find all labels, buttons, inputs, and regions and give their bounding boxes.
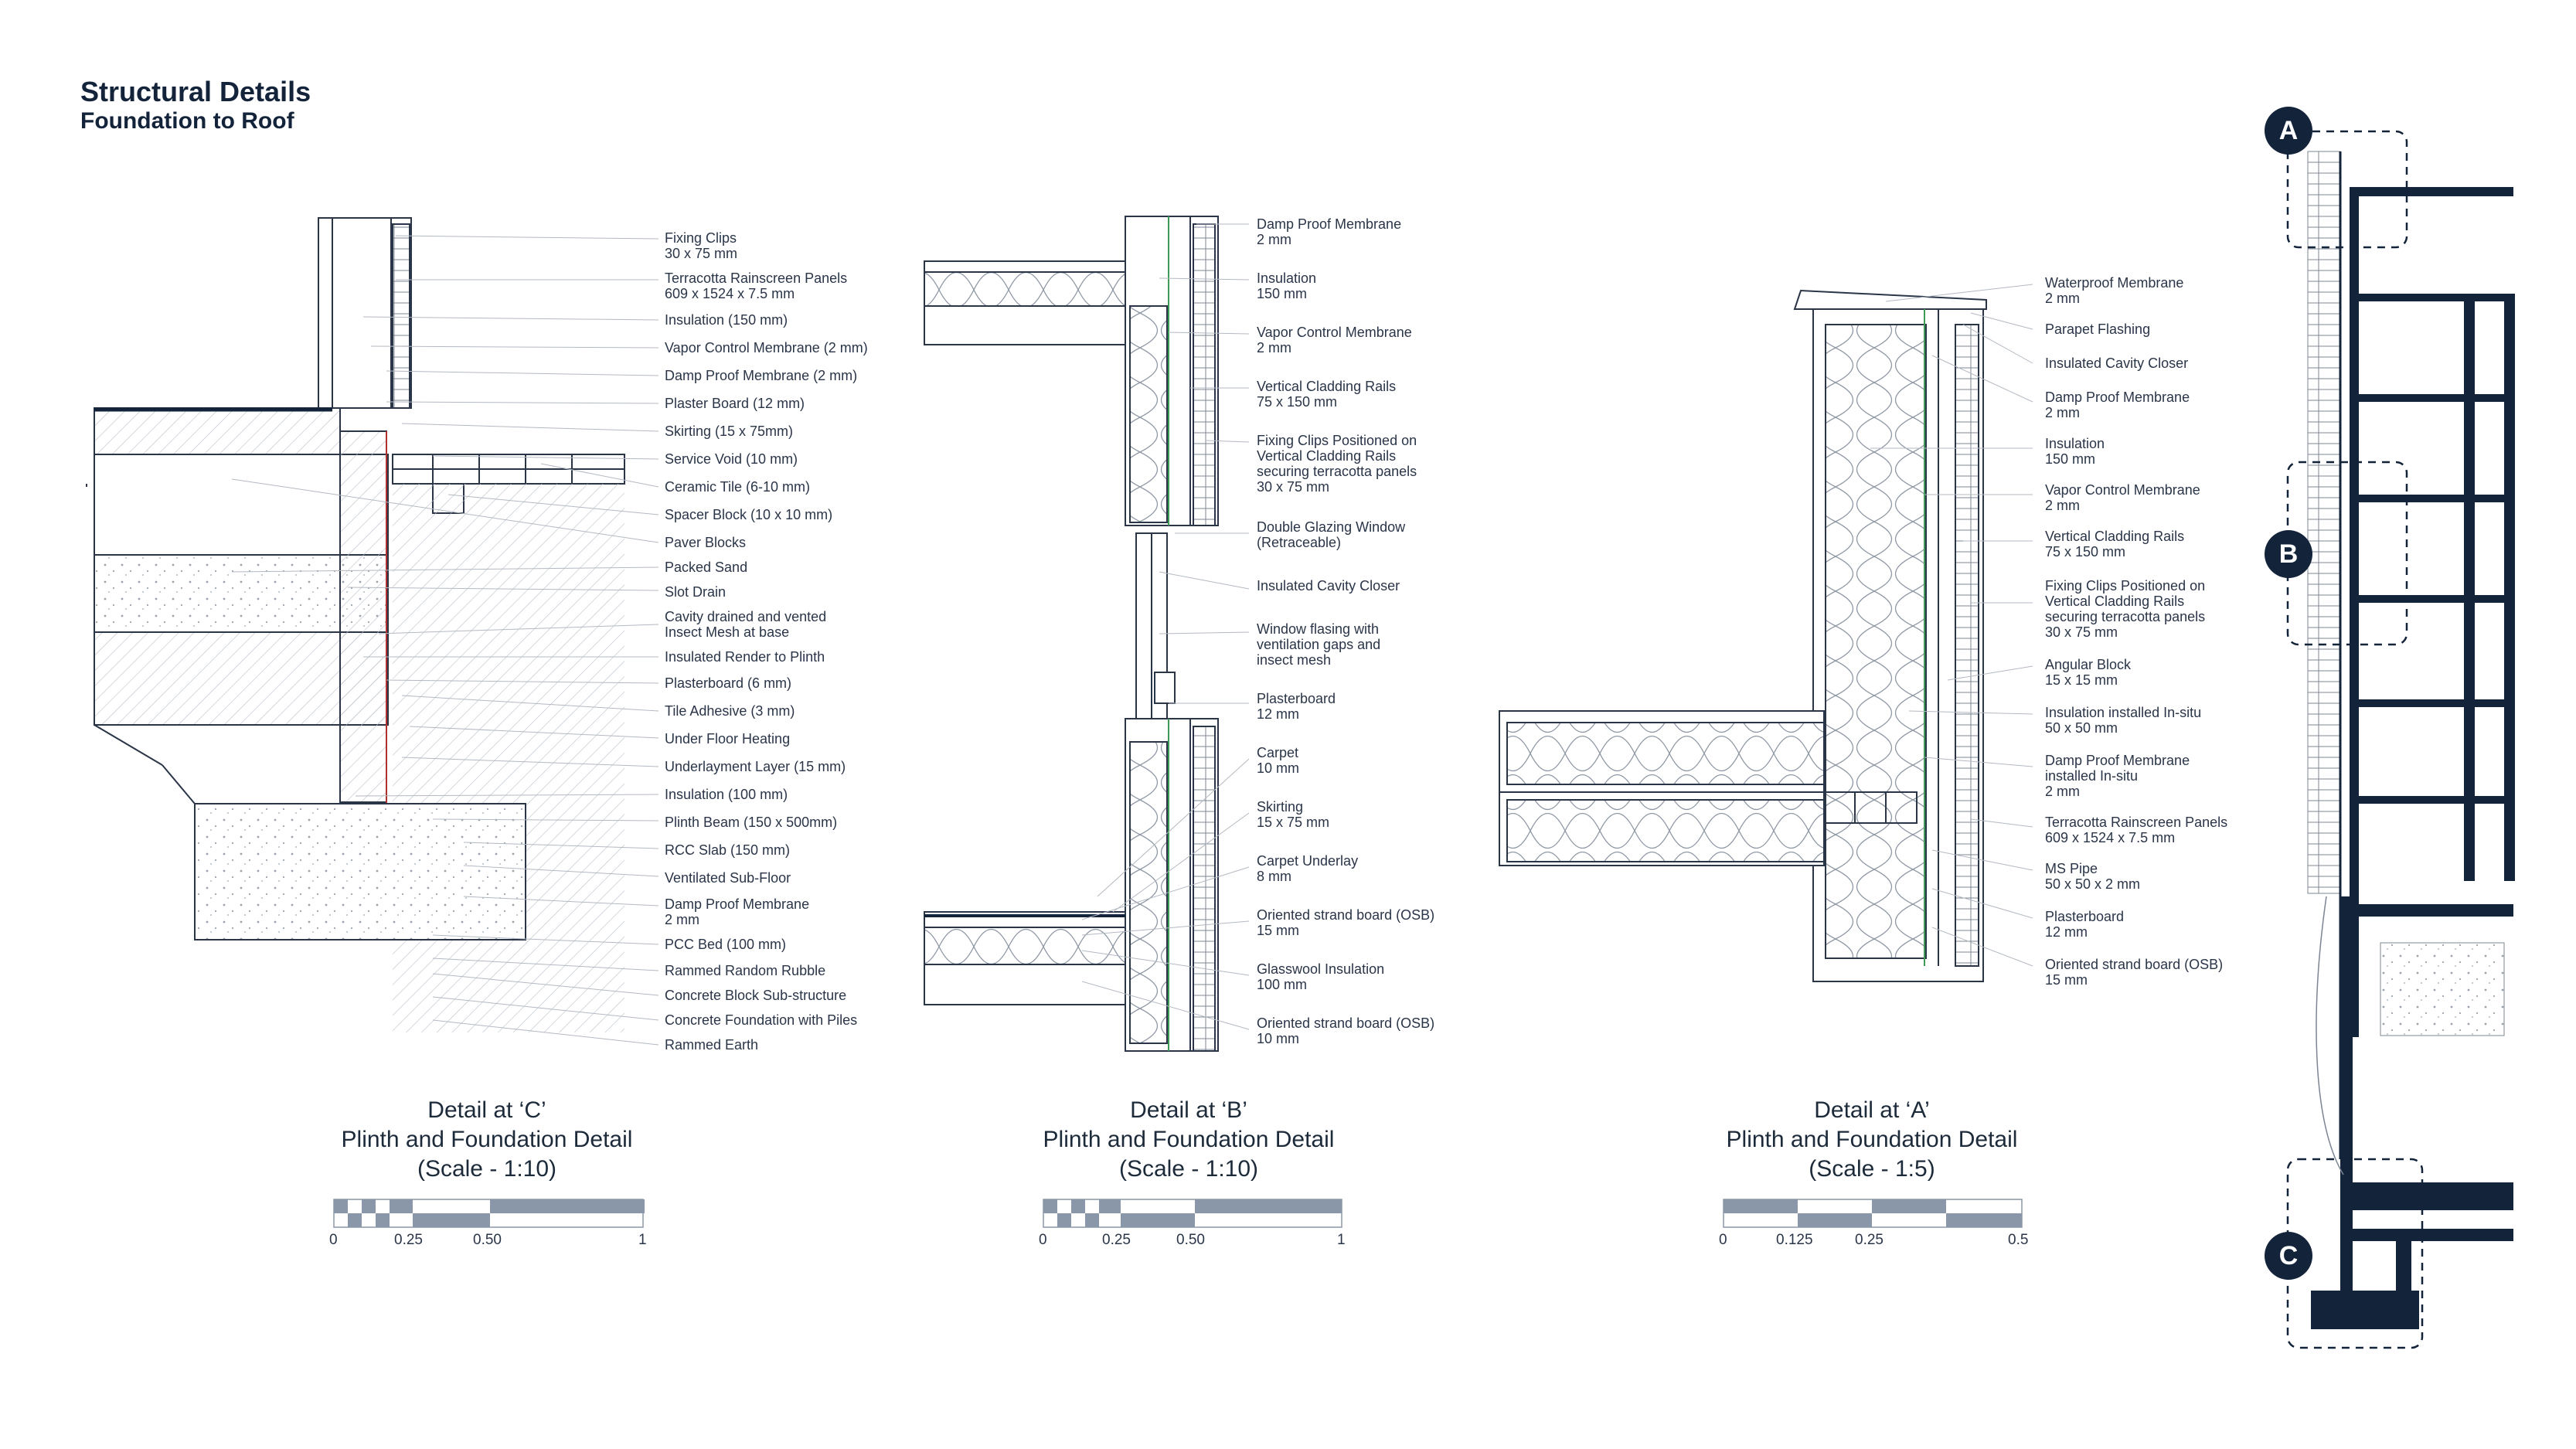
section-marker-c: C [2265,1232,2312,1280]
detail-c-drawing [86,217,659,1046]
label-a-2: Insulated Cavity Closer [2045,355,2189,371]
label-b-6: Insulated Cavity Closer [1257,578,1400,594]
scale-a-tick-3: 0.5 [2008,1232,2029,1248]
label-c-6: Skirting (15 x 75mm) [665,423,794,439]
label-c-25: Rammed Random Rubble [665,963,826,978]
section-marker-a: A [2265,107,2312,155]
label-c-5: Plaster Board (12 mm) [665,396,805,411]
scale-b-tick-1: 0.25 [1102,1232,1131,1248]
label-c-8: Ceramic Tile (6-10 mm) [665,479,811,495]
label-c-2: Insulation (150 mm) [665,312,788,328]
scale-bar-b [1043,1199,1342,1228]
section-marker-b: B [2265,530,2312,578]
scale-c-tick-2: 0.50 [473,1232,502,1248]
detail-a-drawing [1499,284,2033,982]
label-c-4: Damp Proof Membrane (2 mm) [665,368,858,383]
label-c-19: Insulation (100 mm) [665,787,788,802]
scale-a-tick-0: 0 [1719,1232,1727,1248]
scale-c-tick-3: 1 [638,1232,647,1248]
label-c-27: Concrete Foundation with Piles [665,1012,858,1028]
scale-b-tick-0: 0 [1039,1232,1047,1248]
scale-a-tick-1: 0.125 [1776,1232,1813,1248]
label-b-12: Oriented strand board (OSB)15 mm [1257,907,1435,938]
label-c-11: Packed Sand [665,560,748,575]
label-c-12: Slot Drain [665,584,727,600]
label-c-7: Service Void (10 mm) [665,451,798,467]
label-c-18: Underlayment Layer (15 mm) [665,759,846,774]
label-c-10: Paver Blocks [665,535,747,550]
key-section-drawing [2286,130,2515,1349]
label-b-14: Oriented strand board (OSB)10 mm [1257,1015,1435,1046]
label-c-20: Plinth Beam (150 x 500mm) [665,815,838,830]
label-c-17: Under Floor Heating [665,731,791,747]
label-c-24: PCC Bed (100 mm) [665,937,787,952]
detail-b-drawing [924,216,1250,1052]
caption-detail-b: Detail at ‘B’ Plinth and Foundation Deta… [1043,1097,1335,1182]
label-c-26: Concrete Block Sub-structure [665,988,847,1003]
label-a-1: Parapet Flashing [2045,321,2151,337]
label-b-5: Double Glazing Window(Retraceable) [1257,519,1406,550]
label-c-9: Spacer Block (10 x 10 mm) [665,507,833,522]
label-c-22: Ventilated Sub-Floor [665,870,791,886]
page-title: Structural Details [80,76,311,107]
scale-b-tick-2: 0.50 [1176,1232,1205,1248]
scale-c-tick-1: 0.25 [394,1232,423,1248]
scale-a-tick-2: 0.25 [1855,1232,1884,1248]
label-c-21: RCC Slab (150 mm) [665,842,791,858]
label-c-15: Plasterboard (6 mm) [665,675,792,691]
scale-bar-c [333,1199,645,1228]
scale-b-tick-3: 1 [1337,1232,1346,1248]
caption-detail-c: Detail at ‘C’ Plinth and Foundation Deta… [341,1097,633,1182]
label-c-28: Rammed Earth [665,1037,759,1053]
label-c-14: Insulated Render to Plinth [665,649,825,665]
caption-detail-a: Detail at ‘A’ Plinth and Foundation Deta… [1726,1097,2018,1182]
label-a-14: Oriented strand board (OSB)15 mm [2045,957,2224,988]
scale-bar-a [1723,1199,2023,1228]
scale-c-tick-0: 0 [329,1232,338,1248]
label-c-3: Vapor Control Membrane (2 mm) [665,340,868,355]
label-c-16: Tile Adhesive (3 mm) [665,703,795,719]
page-subtitle: Foundation to Roof [80,108,294,134]
